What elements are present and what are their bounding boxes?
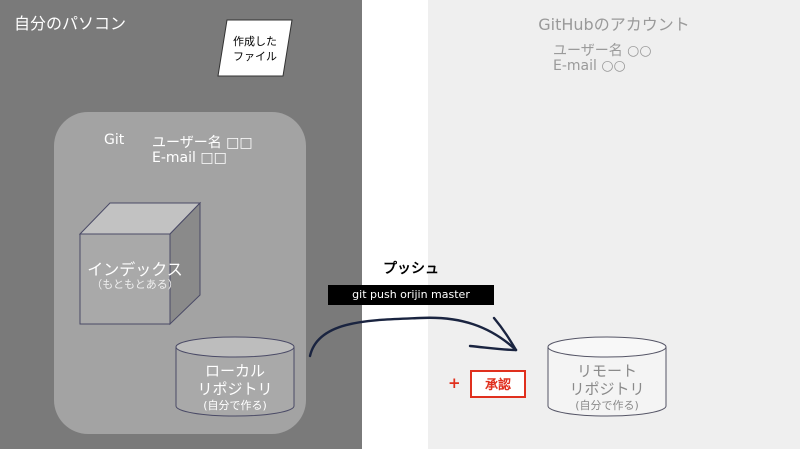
plus-icon: + <box>448 374 461 392</box>
index-cube <box>78 201 202 326</box>
file-note-label: 作成した ファイル <box>217 34 293 64</box>
remote-repo-sub: (自分で作る) <box>575 399 639 412</box>
local-pc-title: 自分のパソコン <box>14 14 127 33</box>
github-email: E-mail ○○ <box>553 58 626 74</box>
index-sublabel: （もともとある） <box>91 278 179 291</box>
remote-repo-cylinder <box>547 336 667 417</box>
github-title: GitHubのアカウント <box>538 15 690 34</box>
github-username: ユーザー名 ○○ <box>553 43 652 59</box>
push-title: プッシュ <box>383 261 439 277</box>
index-label: インデックス <box>87 260 183 279</box>
remote-repo-line1: リモート <box>576 362 637 380</box>
remote-repo-line2: リポジトリ <box>569 380 645 398</box>
git-email: E-mail □□ <box>152 150 227 166</box>
file-note-line2: ファイル <box>233 50 277 63</box>
local-repo-cylinder <box>175 336 295 417</box>
push-command: git push orijin master <box>328 285 494 305</box>
local-repo-line1: ローカル <box>204 362 265 380</box>
local-repo-sub: (自分で作る) <box>203 399 267 412</box>
file-note-line1: 作成した <box>233 35 277 48</box>
local-repo-line2: リポジトリ <box>197 380 273 398</box>
approve-badge: 承認 <box>470 370 526 398</box>
git-username: ユーザー名 □□ <box>152 135 253 151</box>
git-label: Git <box>104 132 125 148</box>
file-note-shape <box>217 19 293 77</box>
